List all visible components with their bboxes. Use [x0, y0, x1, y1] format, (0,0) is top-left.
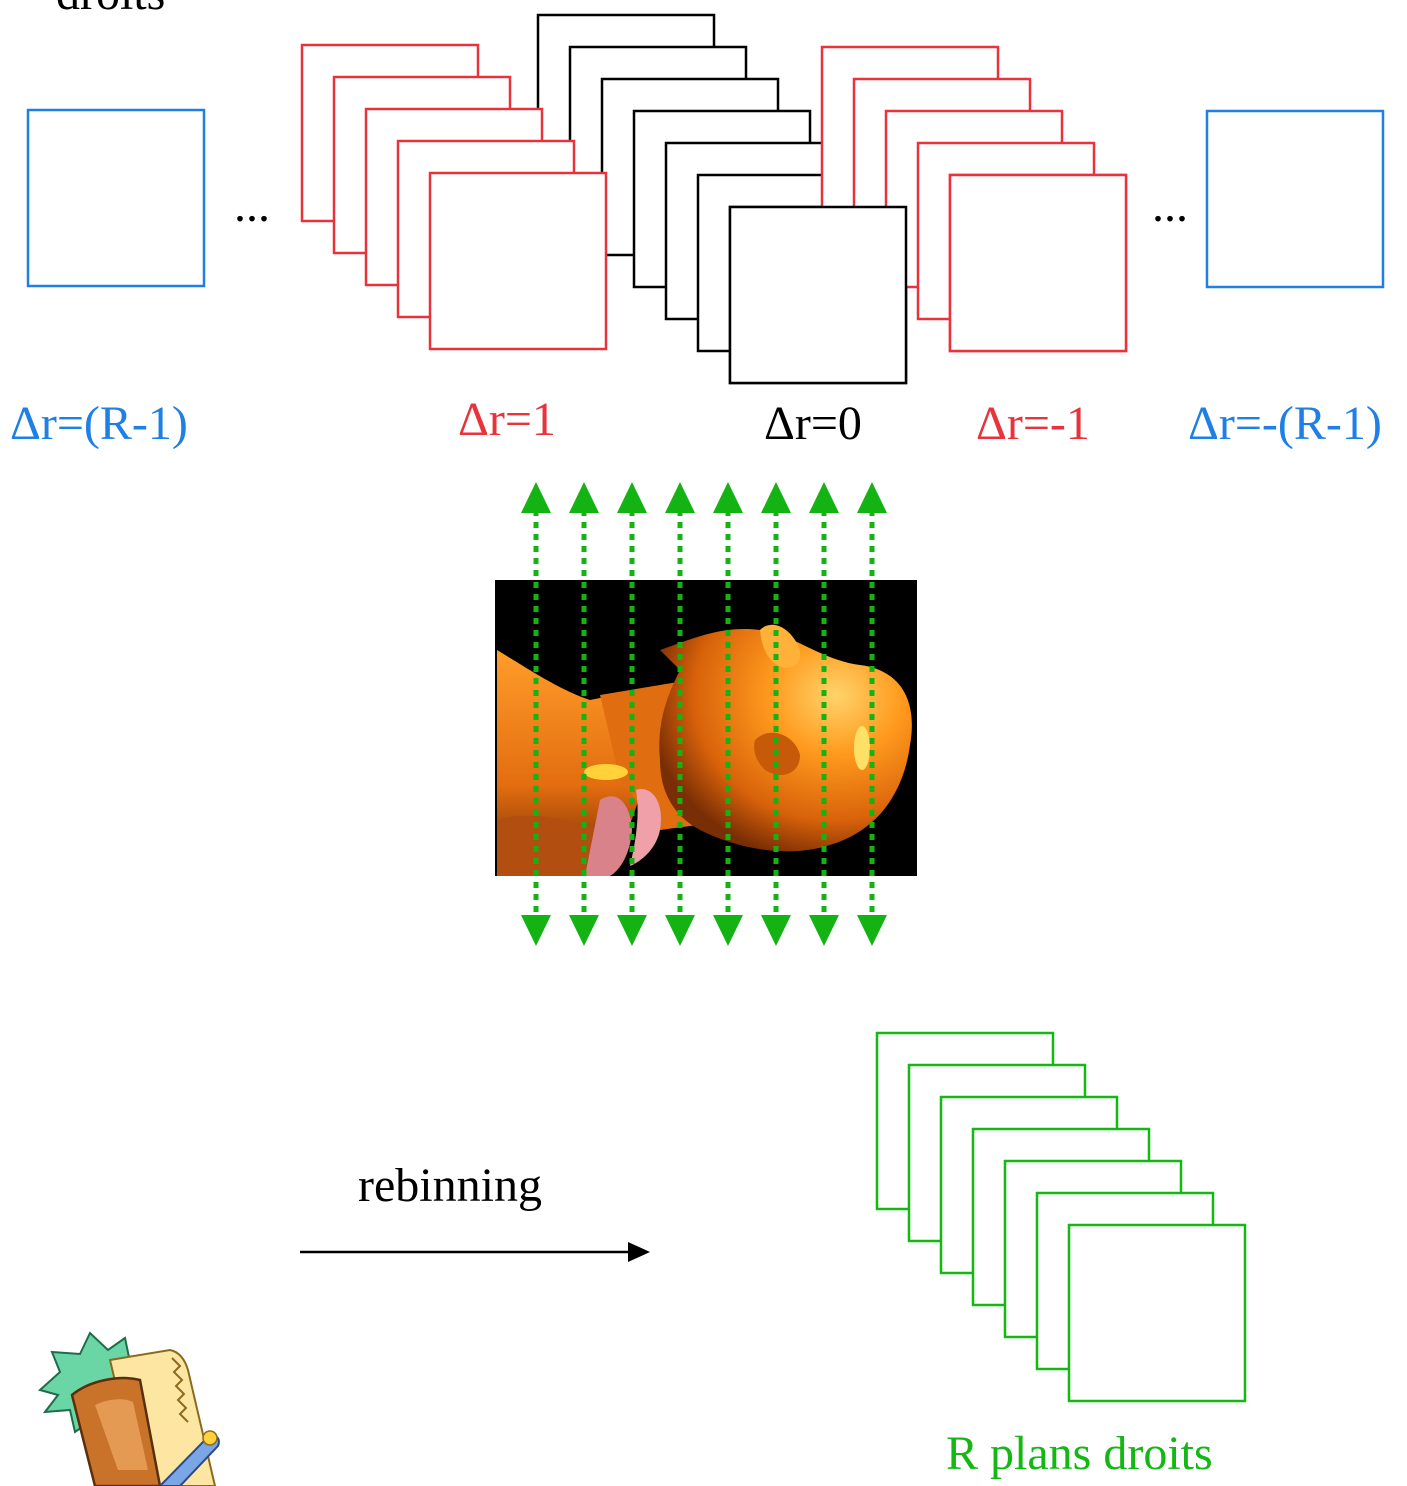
- projection-arrows: [521, 482, 887, 946]
- projection-arrow-3: [617, 482, 647, 946]
- plane-stack-red-left: [300, 43, 608, 351]
- head-phantom-image: [495, 580, 917, 876]
- label-delta-r-0: Δr=0: [764, 397, 862, 450]
- label-delta-r-minus-1: Δr=-1: [976, 397, 1090, 450]
- label-delta-r-1: Δr=1: [458, 393, 556, 446]
- rebinning-arrow: [300, 1242, 650, 1262]
- plane-blue-right: [1205, 109, 1385, 289]
- plane-stack-green: [875, 1031, 1247, 1403]
- projection-arrow-2: [569, 482, 599, 946]
- top-clipped-text: droits: [56, 0, 165, 18]
- plane-blue-left: [26, 108, 206, 288]
- projection-arrow-5: [713, 482, 743, 946]
- label-delta-r-minus-r-minus-1: Δr=-(R-1): [1188, 397, 1382, 450]
- projection-arrow-4: [665, 482, 695, 946]
- rebinning-label: rebinning: [358, 1159, 542, 1212]
- plane-black-front: [728, 205, 908, 385]
- output-label: R plans droits: [946, 1427, 1213, 1480]
- projection-arrow-8: [857, 482, 887, 946]
- projection-arrow-6: [761, 482, 791, 946]
- ellipsis-left: ...: [234, 179, 270, 232]
- projection-arrow-1: [521, 482, 551, 946]
- label-delta-r-plus-r-minus-1: Δr=(R-1): [10, 397, 188, 450]
- notebook-clipart-icon: [37, 1331, 220, 1486]
- projection-arrow-7: [809, 482, 839, 946]
- ellipsis-right: ...: [1152, 179, 1188, 232]
